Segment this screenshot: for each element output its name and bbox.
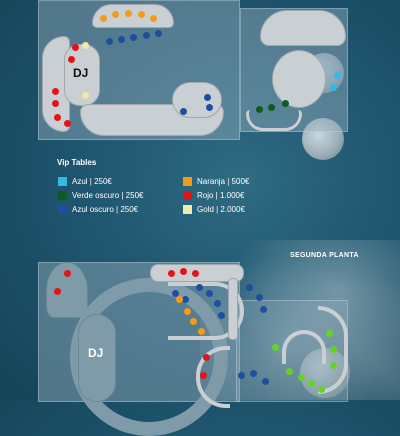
vip-table-red[interactable] [52,100,59,107]
legend-swatch [183,205,192,214]
legend-label: Azul oscuro | 250€ [72,205,139,214]
legend-swatch [183,177,192,186]
vip-table-dark-blue[interactable] [180,108,187,115]
legend-item-rojo: Rojo | 1.000€ [183,191,244,200]
vip-table-red[interactable] [192,270,199,277]
legend-swatch [58,191,67,200]
vip-table-light-blue[interactable] [334,72,341,79]
vip-table-dark-blue[interactable] [218,312,225,319]
vip-table-dark-green[interactable] [282,100,289,107]
vip-table-red[interactable] [64,270,71,277]
vip-table-dark-blue[interactable] [238,372,245,379]
floor-label-second: SEGUNDA PLANTA [290,252,359,259]
vip-table-dark-blue[interactable] [214,300,221,307]
legend-title: Vip Tables [57,158,97,167]
vip-table-light-green[interactable] [318,386,325,393]
booth-top-right [260,10,346,46]
vip-table-orange[interactable] [198,328,205,335]
vip-table-dark-blue[interactable] [260,306,267,313]
vip-table-red[interactable] [203,354,210,361]
vip-table-light-green[interactable] [330,346,337,353]
vip-table-light-green[interactable] [330,362,337,369]
legend-label: Rojo | 1.000€ [197,191,245,200]
vip-table-dark-blue[interactable] [196,284,203,291]
vip-table-dark-blue[interactable] [143,32,150,39]
vip-table-light-green[interactable] [298,374,305,381]
vip-table-light-green[interactable] [272,344,279,351]
vip-table-dark-blue[interactable] [204,94,211,101]
booth-arc-right [282,330,326,364]
legend-label: Gold | 2.000€ [197,205,245,214]
vip-table-red[interactable] [64,120,71,127]
vip-table-orange[interactable] [138,11,145,18]
vip-table-dark-blue[interactable] [106,38,113,45]
vip-table-red[interactable] [168,270,175,277]
vip-table-orange[interactable] [125,10,132,17]
dj-booth [78,314,116,402]
vip-table-dark-blue[interactable] [246,284,253,291]
vip-table-dark-green[interactable] [268,104,275,111]
vip-table-dark-blue[interactable] [155,30,162,37]
vip-table-dark-blue[interactable] [262,378,269,385]
vip-table-dark-blue[interactable] [118,36,125,43]
booth-arc-bottom-right [246,110,302,131]
legend-swatch [183,191,192,200]
moon-image [302,118,344,160]
vip-table-light-green[interactable] [308,380,315,387]
vip-table-red[interactable] [180,268,187,275]
vip-table-light-blue[interactable] [330,84,337,91]
vip-table-dark-blue[interactable] [182,296,189,303]
vip-table-dark-blue[interactable] [206,104,213,111]
legend-item-naranja: Naranja | 500€ [183,177,249,186]
vip-table-dark-blue[interactable] [250,370,257,377]
vip-table-gold[interactable] [82,92,89,99]
vip-table-orange[interactable] [112,11,119,18]
vip-table-gold[interactable] [82,42,89,49]
vip-table-orange[interactable] [176,296,183,303]
vip-table-orange[interactable] [100,15,107,22]
dj-label: DJ [73,66,89,80]
vip-table-dark-green[interactable] [256,106,263,113]
vip-table-dark-blue[interactable] [172,290,179,297]
divider-vertical [228,278,238,340]
vip-table-red[interactable] [72,44,79,51]
vip-table-light-green[interactable] [326,330,333,337]
legend-swatch [58,205,67,214]
vip-table-red[interactable] [54,114,61,121]
vip-table-red[interactable] [200,372,207,379]
booth-arc-inner [168,282,244,340]
legend-item-azul: Azul | 250€ [58,177,112,186]
legend-item-gold: Gold | 2.000€ [183,205,245,214]
vip-table-dark-blue[interactable] [130,34,137,41]
legend-label: Verde oscuro | 250€ [72,191,144,200]
vip-table-red[interactable] [52,88,59,95]
vip-table-orange[interactable] [184,308,191,315]
legend-item-azul-oscuro: Azul oscuro | 250€ [58,205,138,214]
lounge-oval [272,50,326,108]
vip-table-dark-blue[interactable] [206,290,213,297]
vip-table-light-green[interactable] [286,368,293,375]
legend-label: Azul | 250€ [72,177,112,186]
legend-label: Naranja | 500€ [197,177,250,186]
vip-table-red[interactable] [68,56,75,63]
legend-swatch [58,177,67,186]
vip-table-dark-blue[interactable] [256,294,263,301]
vip-table-orange[interactable] [150,15,157,22]
dj-label: DJ [88,346,104,360]
legend-item-verde-oscuro: Verde oscuro | 250€ [58,191,143,200]
vip-table-orange[interactable] [190,318,197,325]
vip-table-red[interactable] [54,288,61,295]
